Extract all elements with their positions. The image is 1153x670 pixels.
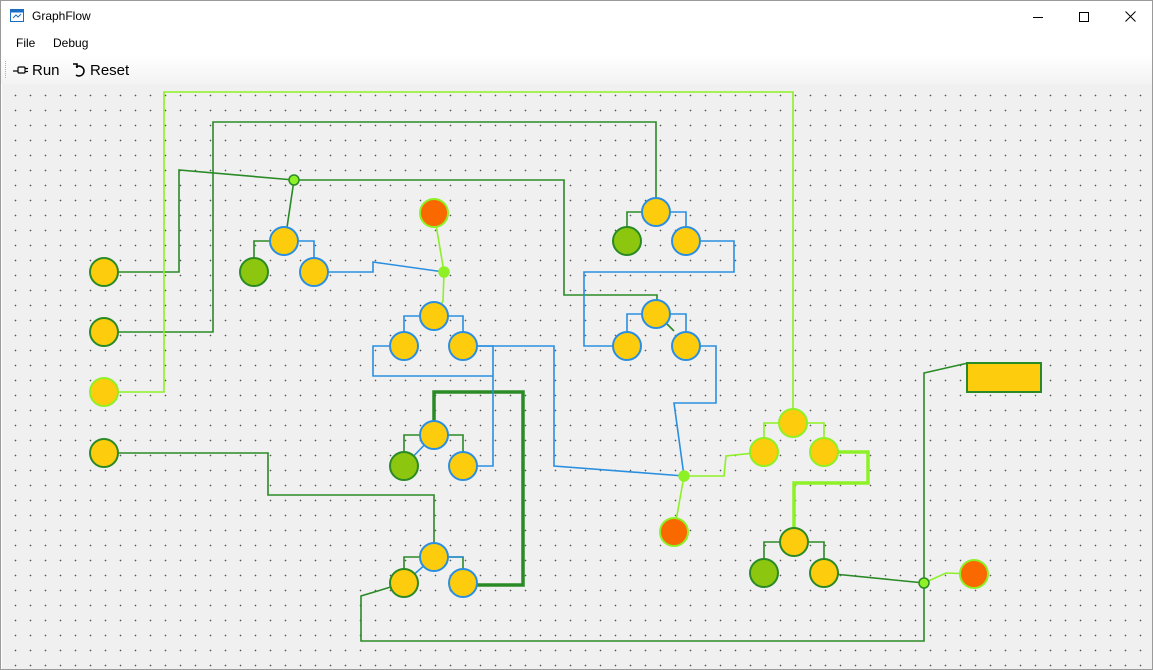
wire <box>673 345 717 477</box>
wire <box>284 240 445 273</box>
wire <box>360 572 925 642</box>
junction <box>678 470 690 482</box>
menu-bar: File Debug <box>1 32 1152 55</box>
input-node <box>89 377 119 407</box>
blue-node <box>419 301 449 331</box>
run-button[interactable]: Run <box>13 60 60 80</box>
blue-node <box>641 299 671 329</box>
reset-label: Reset <box>90 61 130 79</box>
light-green-node <box>778 408 808 438</box>
menu-debug[interactable]: Debug <box>53 36 89 50</box>
input-node <box>89 317 119 347</box>
olive-node <box>612 226 642 256</box>
output-node <box>659 517 689 547</box>
run-plug-icon <box>13 66 28 74</box>
blue-node <box>448 331 478 361</box>
input-nodes[interactable] <box>89 257 119 468</box>
maximize-button[interactable] <box>1061 1 1107 32</box>
input-node <box>89 257 119 287</box>
dark-green-wires <box>104 121 969 642</box>
graph-canvas[interactable] <box>2 84 1152 669</box>
minimize-icon <box>1033 16 1043 18</box>
blue-node <box>419 542 449 572</box>
output-nodes[interactable] <box>419 198 989 589</box>
green-node <box>779 527 809 557</box>
wire <box>104 169 658 313</box>
junction <box>918 577 930 589</box>
light-green-wires <box>104 91 975 584</box>
green-node <box>389 568 419 598</box>
run-label: Run <box>32 61 60 79</box>
blue-node <box>448 451 478 481</box>
blue-node <box>612 331 642 361</box>
output-node <box>419 198 449 228</box>
blue-node <box>269 226 299 256</box>
wire <box>923 362 969 583</box>
olive-node <box>389 451 419 481</box>
output-rect-node[interactable] <box>966 362 1042 393</box>
thick-light-wire <box>792 450 870 542</box>
wire <box>583 240 735 347</box>
wire <box>463 345 494 467</box>
wire <box>104 121 657 333</box>
graph-svg[interactable] <box>2 84 1152 669</box>
olive-nodes[interactable] <box>239 226 779 588</box>
junction <box>288 174 300 186</box>
blue-node <box>641 197 671 227</box>
light-green-node <box>749 437 779 467</box>
close-button[interactable] <box>1107 1 1152 32</box>
wire <box>684 451 765 477</box>
blue-node <box>389 331 419 361</box>
minimize-button[interactable] <box>1015 1 1061 32</box>
output-node <box>959 559 989 589</box>
junction <box>438 266 450 278</box>
maximize-icon <box>1079 11 1089 22</box>
title-bar[interactable]: GraphFlow <box>1 1 1152 32</box>
blue-node <box>671 226 701 256</box>
green-node <box>809 558 839 588</box>
olive-node <box>749 558 779 588</box>
wire <box>463 345 685 477</box>
blue-node <box>448 568 478 598</box>
toolbar-grip[interactable] <box>5 61 8 78</box>
wire <box>104 91 794 423</box>
reset-undo-icon <box>73 63 85 77</box>
blue-node <box>299 257 329 287</box>
junctions <box>288 174 930 589</box>
wire <box>372 345 493 377</box>
input-node <box>89 438 119 468</box>
wire <box>433 212 445 317</box>
blue-bordered-nodes[interactable] <box>269 197 701 598</box>
thick-wire <box>432 390 525 587</box>
light-green-node <box>809 437 839 467</box>
reset-button[interactable]: Reset <box>72 60 129 80</box>
green-bordered-nodes[interactable] <box>389 408 839 598</box>
toolbar: Run Reset <box>1 55 1152 84</box>
close-icon <box>1124 11 1136 22</box>
wire <box>104 452 435 549</box>
blue-node <box>419 420 449 450</box>
olive-node <box>239 257 269 287</box>
blue-node <box>671 331 701 361</box>
window-title: GraphFlow <box>32 9 91 23</box>
menu-file[interactable]: File <box>16 36 36 50</box>
app-window-icon <box>10 9 24 22</box>
